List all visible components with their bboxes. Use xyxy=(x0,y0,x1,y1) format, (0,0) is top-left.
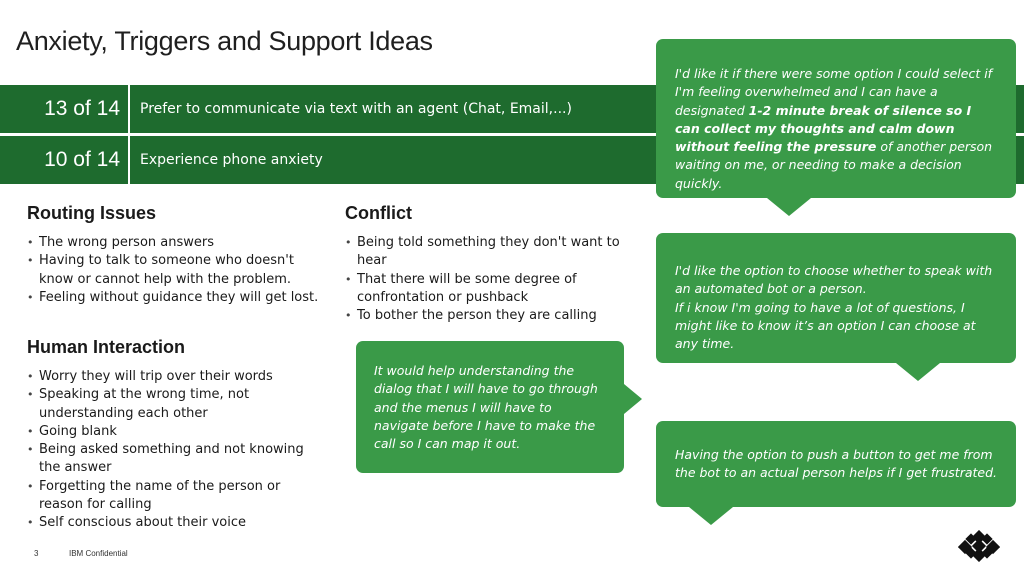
quote-bubble-dialog-map: It would help understanding the dialog t… xyxy=(356,341,642,473)
confidential-label: IBM Confidential xyxy=(69,549,128,558)
bullet-list: The wrong person answers Having to talk … xyxy=(27,234,327,307)
brand-logo-icon xyxy=(958,530,1000,562)
section-heading: Human Interaction xyxy=(27,337,186,357)
quote-bubble-push-button: Having the option to push a button to ge… xyxy=(656,421,1016,525)
routing-issues-section: Routing Issues The wrong person answers … xyxy=(27,203,327,307)
stat-description: Prefer to communicate via text with an a… xyxy=(140,101,572,117)
list-item: Self conscious about their voice xyxy=(27,514,327,533)
page-title: Anxiety, Triggers and Support Ideas xyxy=(16,26,433,56)
list-item: Being asked something and not knowing th… xyxy=(27,441,327,478)
list-item: Going blank xyxy=(27,423,327,442)
page-number: 3 xyxy=(34,549,39,558)
list-item: Feeling without guidance they will get l… xyxy=(27,289,327,308)
quote-bubble-break-silence: I'd like it if there were some option I … xyxy=(656,39,1016,216)
human-interaction-section: Human Interaction Worry they will trip o… xyxy=(27,337,327,533)
list-item: Having to talk to someone who doesn't kn… xyxy=(27,252,327,289)
quote-bubble-bot-or-person: I'd like the option to choose whether to… xyxy=(656,233,1016,381)
list-item: To bother the person they are calling xyxy=(345,307,625,326)
stat-description: Experience phone anxiety xyxy=(140,152,323,168)
band-divider xyxy=(0,133,1024,136)
bubble-pointer xyxy=(767,198,811,216)
section-heading: Routing Issues xyxy=(27,203,157,223)
bullet-list: Worry they will trip over their words Sp… xyxy=(27,368,327,533)
bullet-list: Being told something they don't want to … xyxy=(345,234,625,326)
stat-count: 13 of 14 xyxy=(0,85,130,133)
list-item: Forgetting the name of the person or rea… xyxy=(27,478,327,515)
list-item: Being told something they don't want to … xyxy=(345,234,625,271)
conflict-section: Conflict Being told something they don't… xyxy=(345,203,625,326)
list-item: Worry they will trip over their words xyxy=(27,368,327,387)
bubble-pointer xyxy=(624,384,642,414)
bubble-pointer xyxy=(689,507,733,525)
list-item: Speaking at the wrong time, not understa… xyxy=(27,386,327,423)
bubble-pointer xyxy=(896,363,940,381)
list-item: That there will be some degree of confro… xyxy=(345,271,625,308)
section-heading: Conflict xyxy=(345,203,412,223)
stat-count: 10 of 14 xyxy=(0,136,130,184)
list-item: The wrong person answers xyxy=(27,234,327,253)
